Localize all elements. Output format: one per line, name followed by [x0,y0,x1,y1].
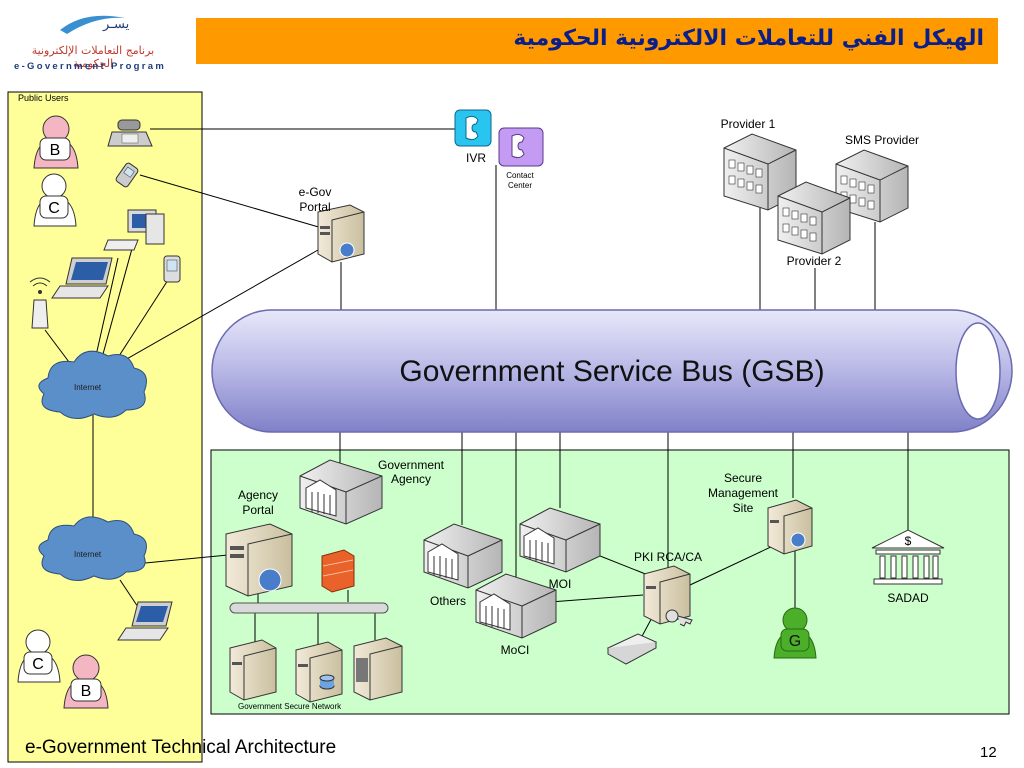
sms-provider-building-icon: SMS Provider [835,133,919,223]
user-b-bottom: B [63,654,109,709]
agency-portal-label-1: Agency [238,488,278,502]
user-c-top: C [33,173,77,227]
secure-mgmt-label-3: Site [733,501,754,515]
others-building-icon: Others [423,523,503,608]
contact-center-label-2: Center [508,181,532,190]
egov-portal-label-2: Portal [299,200,330,214]
moi-label: MOI [549,577,572,591]
logo-swoosh-icon: يسـر [60,15,130,34]
footer-title: e-Government Technical Architecture [25,737,337,758]
laptop-bottom-icon [117,601,173,641]
internet-label-bottom: Internet [74,550,102,559]
provider-1-building-icon: Provider 1 [721,117,797,211]
smart-card-reader-icon [606,633,658,665]
moi-building-icon: MOI [519,507,601,591]
page-number: 12 [980,744,997,761]
others-label: Others [430,594,466,608]
contact-center-label-1: Contact [506,171,534,180]
agency-server-1-icon [229,639,277,701]
user-c-bottom: C [17,629,61,683]
public-users-label: Public Users [18,93,69,103]
agency-lan-backbone [229,602,389,614]
sadad-label: SADAD [887,591,929,605]
title-bar: الهيكل الفني للتعاملات الالكترونية الحكو… [196,18,998,64]
provider-2-label: Provider 2 [787,254,842,268]
ivr-phone-icon: IVR [454,109,492,165]
logo-script: يسـر [102,16,130,32]
mobile-phone-icon [115,162,139,188]
gov-agency-label-1: Government [378,458,445,472]
provider-1-label: Provider 1 [721,117,776,131]
user-c-letter: C [48,200,60,217]
secure-mgmt-label-1: Secure [724,471,762,485]
agency-server-2-icon [295,641,343,703]
gov-agency-building-icon: Government Agency [299,458,445,525]
contact-center-icon: Contact Center [498,127,544,190]
gsb-label: Government Service Bus (GSB) [399,355,824,388]
secure-mgmt-label-2: Management [708,486,779,500]
desktop-pc-icon [103,209,165,251]
wireless-antenna-icon [29,277,51,329]
gsb-bus: Government Service Bus (GSB) [211,309,1013,433]
sadad-dollar-symbol: $ [905,534,912,548]
laptop-icon [51,257,113,299]
secure-mgmt-server-icon: Secure Management Site [708,471,813,555]
sms-provider-label: SMS Provider [845,133,919,147]
internet-label-top: Internet [74,383,102,392]
connection-lines [44,128,909,645]
key-icon [665,609,693,627]
user-g-icon: G [773,607,817,659]
user-b-letter: B [50,142,61,159]
firewall-icon [321,549,355,593]
pda-icon [163,255,181,283]
provider-2-building-icon: Provider 2 [777,181,851,268]
pki-server-icon: PKI RCA/CA [634,550,702,625]
gov-agency-label-2: Agency [391,472,431,486]
user-b-letter: B [81,683,92,700]
internet-cloud-bottom-icon: Internet [38,516,147,581]
moci-label: MoCI [501,643,530,657]
agency-portal-server-icon: Agency Portal [225,488,293,597]
pki-label: PKI RCA/CA [634,550,702,564]
moci-building-icon: MoCI [475,573,557,657]
logo-arabic-text: برنامج التعاملات الإلكترونية الحكومية [31,44,155,70]
gov-secure-network-label: Government Secure Network [238,702,342,711]
gsb-end-cap [955,322,1001,420]
agency-portal-label-2: Portal [242,503,273,517]
internet-cloud-top-icon: Internet [38,350,147,419]
sadad-bank-icon: $ SADAD [871,529,945,605]
agency-server-3-icon [353,637,403,701]
egov-portal-label-1: e-Gov [299,185,332,199]
desk-phone-icon [107,119,153,147]
logo-english-text: e-Government Program [14,61,167,72]
ivr-label: IVR [466,151,486,165]
egov-portal-server-icon: e-Gov Portal [299,185,365,263]
user-g-letter: G [789,633,801,650]
user-c-letter: C [32,656,44,673]
page-title: الهيكل الفني للتعاملات الالكترونية الحكو… [513,26,984,51]
user-b-top: B [33,115,79,169]
